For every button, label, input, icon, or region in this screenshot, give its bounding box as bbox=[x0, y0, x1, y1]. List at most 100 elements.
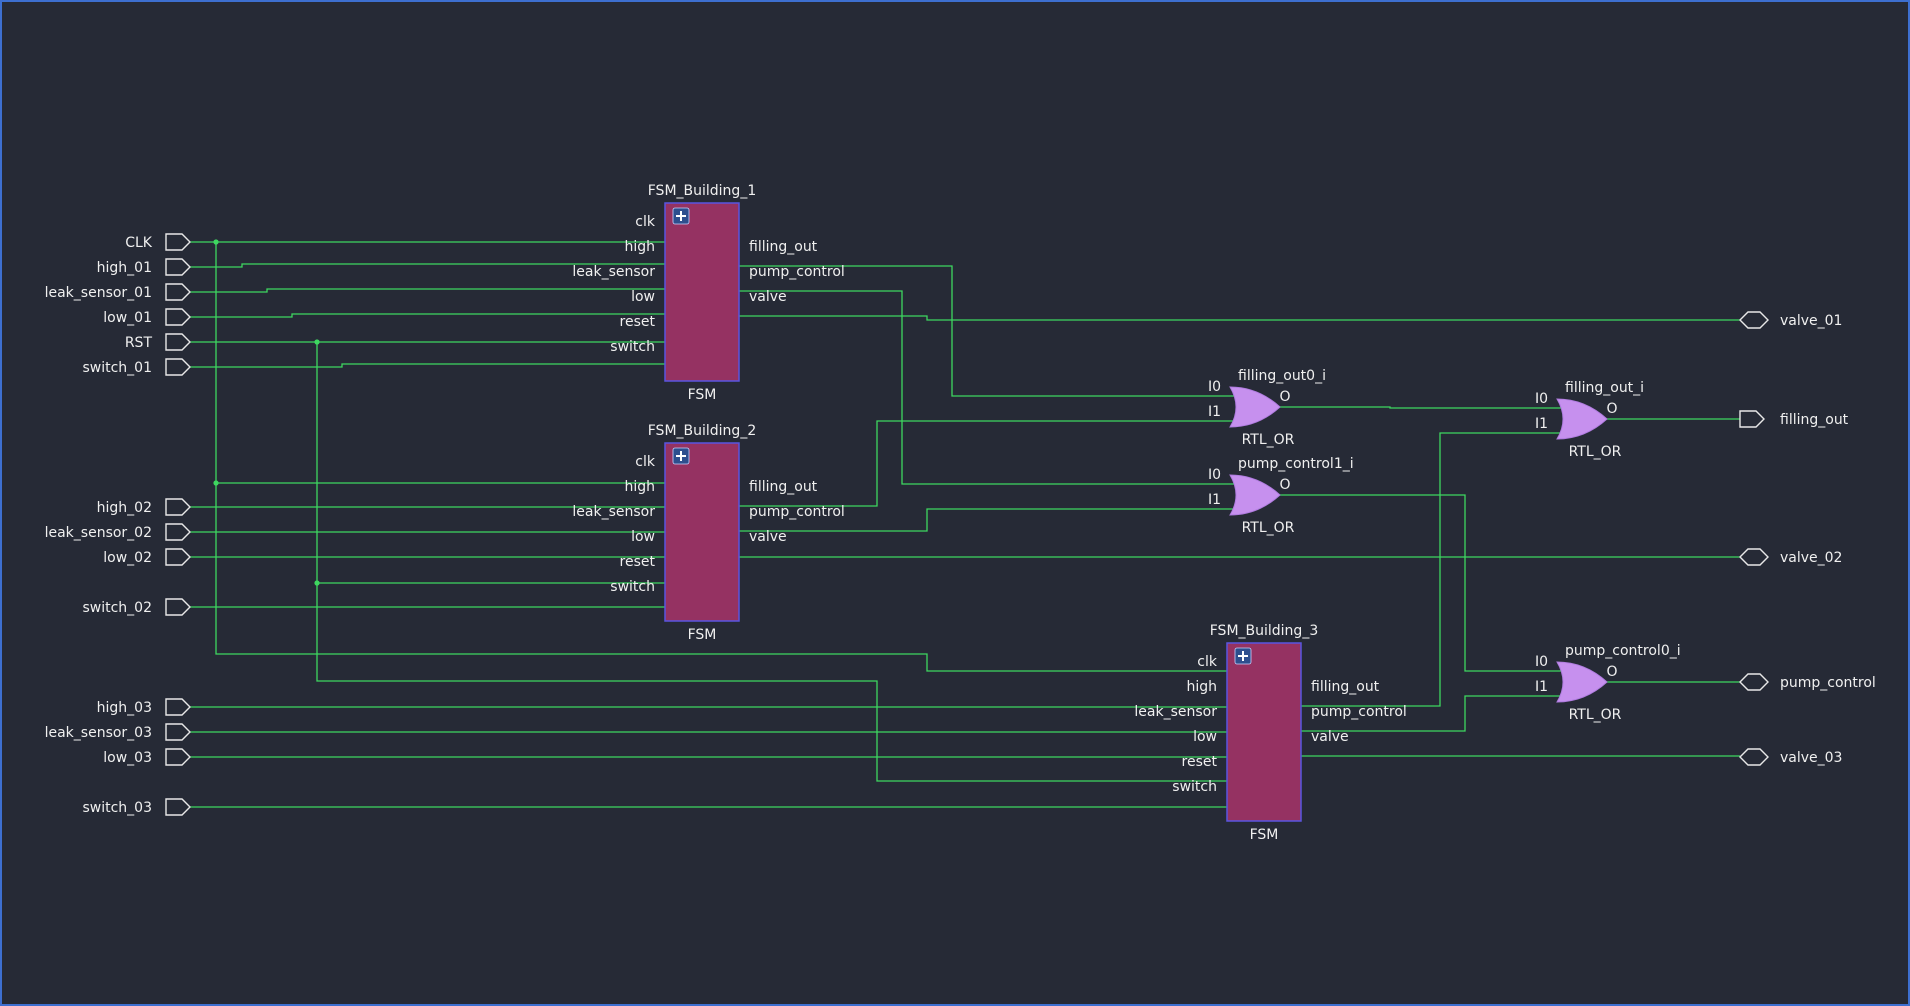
input-port-label: high_02 bbox=[97, 500, 152, 516]
or-gate-body[interactable] bbox=[1556, 398, 1608, 440]
gate-pin-i0: I0 bbox=[1208, 379, 1221, 395]
output-port-filling_out[interactable]: filling_out bbox=[1739, 410, 1849, 428]
input-port-low_02[interactable]: low_02 bbox=[103, 548, 191, 566]
output-port-pump_control[interactable]: pump_control bbox=[1739, 673, 1876, 691]
output-port-shape bbox=[1739, 673, 1769, 691]
input-port-label: CLK bbox=[125, 235, 153, 251]
input-port-label: low_01 bbox=[103, 310, 152, 326]
input-port-label: leak_sensor_03 bbox=[45, 725, 152, 741]
cell-output-pin-pump_control: pump_control bbox=[1311, 704, 1407, 720]
output-port-valve_03[interactable]: valve_03 bbox=[1739, 748, 1842, 766]
output-port-valve_01[interactable]: valve_01 bbox=[1739, 311, 1842, 329]
junction-clk-2 bbox=[213, 480, 219, 486]
wire-fo0-to-fo bbox=[1280, 406, 1562, 409]
or-gate-body[interactable] bbox=[1556, 661, 1608, 703]
gate-instance-name: pump_control1_i bbox=[1238, 456, 1354, 472]
gate-pin-i0: I0 bbox=[1535, 391, 1548, 407]
or-gate-body[interactable] bbox=[1229, 386, 1281, 428]
cell-type-label: FSM bbox=[688, 387, 717, 403]
input-port-CLK[interactable]: CLK bbox=[125, 233, 191, 251]
input-port-label: low_02 bbox=[103, 550, 152, 566]
wire-leak-01 bbox=[190, 288, 665, 293]
input-port-label: switch_02 bbox=[82, 600, 152, 616]
expand-plus-icon[interactable] bbox=[1234, 647, 1252, 665]
output-port-shape bbox=[1739, 311, 1769, 329]
cell-output-pin-filling_out: filling_out bbox=[749, 479, 818, 495]
gate-pin-i0: I0 bbox=[1208, 467, 1221, 483]
input-port-RST[interactable]: RST bbox=[125, 333, 191, 351]
input-port-shape bbox=[165, 233, 191, 251]
fsm-cell-fsm1[interactable]: FSM_Building_1FSMclkhighleak_sensorlowre… bbox=[572, 183, 844, 403]
cell-input-pin-high: high bbox=[624, 239, 655, 255]
cell-output-pin-pump_control: pump_control bbox=[749, 504, 845, 520]
input-port-leak_sensor_01[interactable]: leak_sensor_01 bbox=[45, 283, 191, 301]
gate-type-label: RTL_OR bbox=[1569, 707, 1622, 723]
input-port-shape bbox=[165, 498, 191, 516]
gate-instance-name: filling_out0_i bbox=[1238, 368, 1326, 384]
input-port-low_01[interactable]: low_01 bbox=[103, 308, 191, 326]
wires-layer bbox=[190, 239, 1740, 808]
cell-input-pin-switch: switch bbox=[1172, 779, 1217, 795]
input-port-shape bbox=[165, 748, 191, 766]
input-port-leak_sensor_02[interactable]: leak_sensor_02 bbox=[45, 523, 191, 541]
input-port-shape bbox=[165, 698, 191, 716]
cell-instance-name: FSM_Building_2 bbox=[648, 423, 756, 439]
cell-input-pin-reset: reset bbox=[620, 314, 656, 330]
input-port-high_02[interactable]: high_02 bbox=[97, 498, 191, 516]
output-port-shape bbox=[1739, 410, 1765, 428]
wire-fsm1-filling bbox=[739, 265, 1235, 397]
cell-input-pin-low: low bbox=[1193, 729, 1217, 745]
cell-input-pin-low: low bbox=[631, 289, 655, 305]
fsm-cell-body[interactable] bbox=[1226, 642, 1302, 822]
expand-plus-icon[interactable] bbox=[672, 447, 690, 465]
wire-pc1-to-pc0 bbox=[1280, 494, 1562, 672]
output-port-valve_02[interactable]: valve_02 bbox=[1739, 548, 1842, 566]
output-port-shape bbox=[1739, 748, 1769, 766]
or-gate-body[interactable] bbox=[1229, 474, 1281, 516]
gate-pin-o: O bbox=[1606, 664, 1617, 680]
cell-input-pin-high: high bbox=[624, 479, 655, 495]
wire-fsm3-filling bbox=[1301, 432, 1562, 707]
gate-pin-i1: I1 bbox=[1208, 492, 1221, 508]
cell-input-pin-low: low bbox=[631, 529, 655, 545]
input-port-high_01[interactable]: high_01 bbox=[97, 258, 191, 276]
input-port-switch_01[interactable]: switch_01 bbox=[82, 358, 191, 376]
input-port-switch_03[interactable]: switch_03 bbox=[82, 798, 191, 816]
cell-input-pin-reset: reset bbox=[1182, 754, 1218, 770]
fsm-cell-body[interactable] bbox=[664, 202, 740, 382]
gate-pin-i1: I1 bbox=[1208, 404, 1221, 420]
gate-pin-o: O bbox=[1606, 401, 1617, 417]
input-port-shape bbox=[165, 598, 191, 616]
fsm-cell-fsm3[interactable]: FSM_Building_3FSMclkhighleak_sensorlowre… bbox=[1134, 623, 1406, 843]
gate-pin-i1: I1 bbox=[1535, 416, 1548, 432]
expand-plus-icon[interactable] bbox=[672, 207, 690, 225]
gate-pin-o: O bbox=[1279, 389, 1290, 405]
input-port-label: switch_03 bbox=[82, 800, 152, 816]
input-port-shape bbox=[165, 283, 191, 301]
junction-rst bbox=[314, 339, 320, 345]
cell-input-pin-high: high bbox=[1186, 679, 1217, 695]
input-port-low_03[interactable]: low_03 bbox=[103, 748, 191, 766]
gate-type-label: RTL_OR bbox=[1242, 520, 1295, 536]
input-port-leak_sensor_03[interactable]: leak_sensor_03 bbox=[45, 723, 191, 741]
cell-input-pin-clk: clk bbox=[635, 214, 656, 230]
input-port-high_03[interactable]: high_03 bbox=[97, 698, 191, 716]
cell-instance-name: FSM_Building_3 bbox=[1210, 623, 1318, 639]
cell-output-pin-valve: valve bbox=[749, 289, 787, 305]
output-port-label: valve_02 bbox=[1780, 550, 1842, 566]
fsm-cell-fsm2[interactable]: FSM_Building_2FSMclkhighleak_sensorlowre… bbox=[572, 423, 844, 643]
input-port-shape bbox=[165, 523, 191, 541]
junction-rst-2 bbox=[314, 580, 320, 586]
input-port-label: low_03 bbox=[103, 750, 152, 766]
input-port-switch_02[interactable]: switch_02 bbox=[82, 598, 191, 616]
gate-type-label: RTL_OR bbox=[1569, 444, 1622, 460]
cell-output-pin-filling_out: filling_out bbox=[749, 239, 818, 255]
input-port-label: RST bbox=[125, 335, 153, 351]
fsm-cell-body[interactable] bbox=[664, 442, 740, 622]
